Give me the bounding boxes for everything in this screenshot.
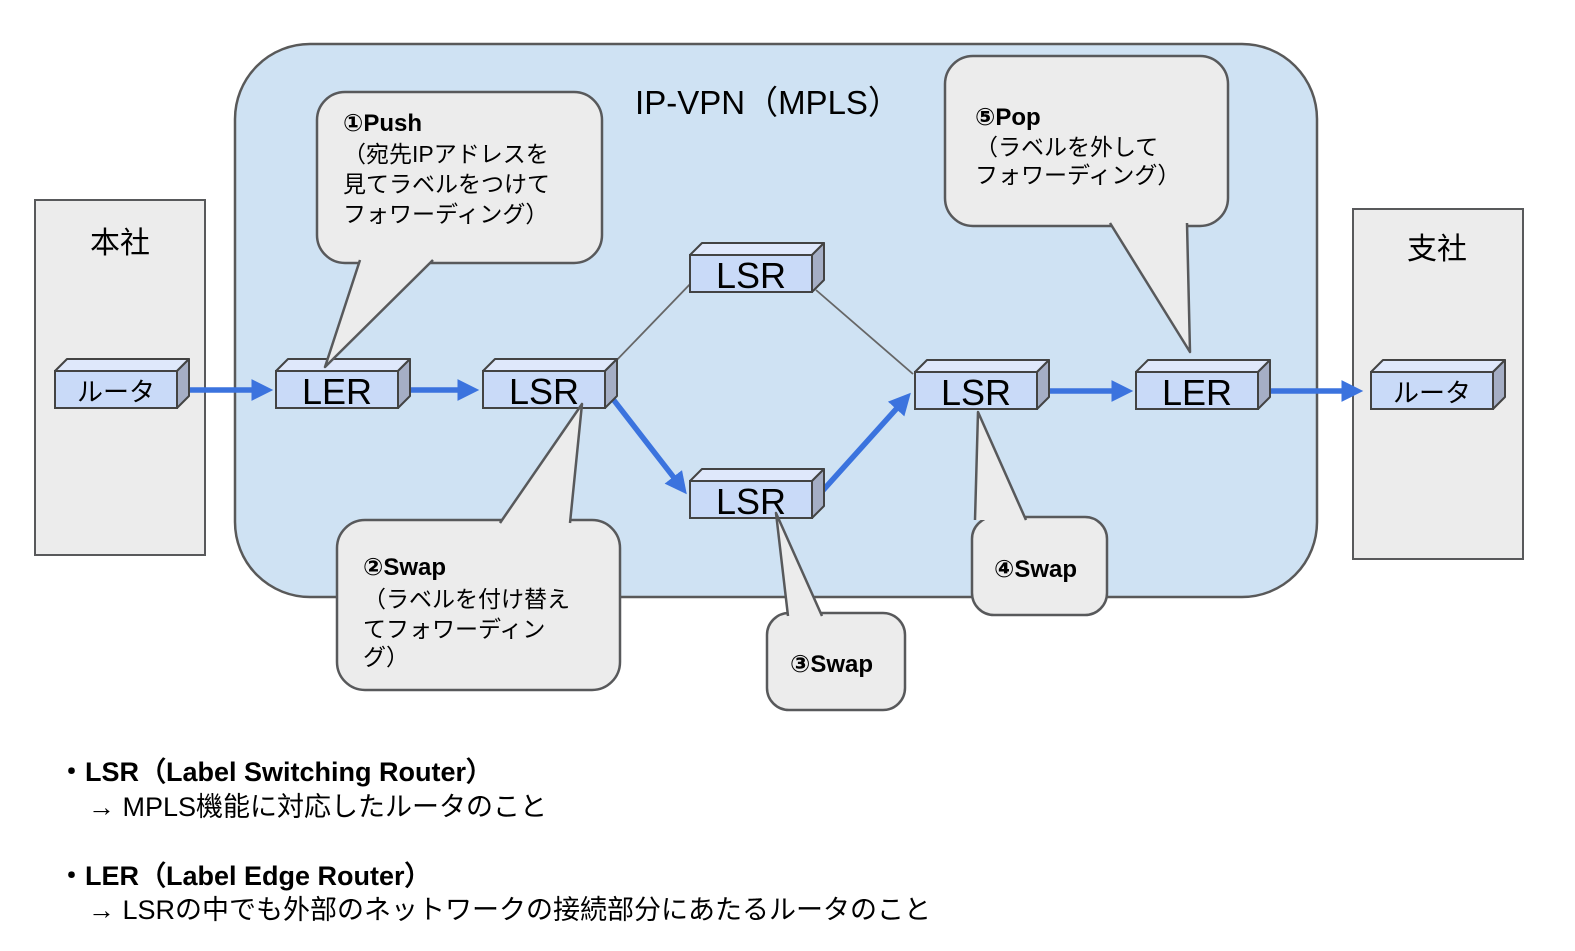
bubble-line: フォワーディング） [343, 201, 548, 227]
box-front-face [914, 371, 1038, 410]
node-lsr-ingress: LSR [482, 358, 618, 412]
bubble-tail [973, 410, 1028, 521]
node-label: LSR [941, 372, 1011, 413]
box-front-face [1135, 371, 1259, 410]
bubble-line: グ） [363, 644, 409, 670]
node-router-right: ルータ [1370, 359, 1506, 410]
bubble-line: フォワーディング） [975, 162, 1180, 188]
bubble-line: （宛先IPアドレスを [343, 141, 549, 167]
node-lsr-top: LSR [689, 242, 825, 296]
cloud-title: IP-VPN（MPLS） [635, 84, 901, 121]
bubble-swap2: ②Swap （ラベルを付け替え てフォワーディン グ） [335, 402, 622, 692]
node-label: ルータ [77, 377, 155, 407]
box-front-face [54, 370, 178, 409]
bubble-pop: ⑤Pop （ラベルを外して フォワーディング） [943, 54, 1230, 354]
legend-term-ler: ・LER（Label Edge Router） [58, 861, 432, 891]
node-label: LSR [716, 255, 786, 296]
legend-desc-ler: → LSRの中でも外部のネットワークの接続部分にあたるルータのこと [88, 895, 931, 925]
box-top-face [689, 468, 825, 482]
box-top-face [54, 358, 190, 372]
node-label: LSR [716, 481, 786, 522]
backup-link-line-left [611, 279, 695, 366]
legend-term-lsr: ・LSR（Label Switching Router） [58, 757, 493, 787]
node-label: ルータ [1393, 378, 1471, 408]
branch-label: 支社 [1407, 233, 1467, 266]
box-top-face [689, 242, 825, 256]
box-front-face [689, 254, 813, 293]
flow-arrow-lsr-to-lsr-bottom [606, 392, 687, 495]
backup-link-line-right [815, 289, 914, 375]
box-front-face [482, 370, 606, 409]
bubble-line: 見てラベルをつけて [343, 171, 550, 197]
bubble-tail [323, 259, 434, 369]
node-lsr-bottom: LSR [689, 468, 825, 522]
bubble-body [943, 54, 1230, 228]
bubble-swap4: ④Swap [970, 410, 1109, 617]
bubble-title: ⑤Pop [975, 104, 1041, 131]
legend: ・LSR（Label Switching Router） → MPLS機能に対応… [58, 757, 931, 925]
bubble-title: ①Push [343, 110, 422, 137]
node-ler-left: LER [275, 358, 411, 412]
bubble-swap3: ③Swap [765, 511, 907, 712]
box-front-face [689, 480, 813, 519]
headquarters-label: 本社 [90, 227, 150, 260]
box-top-face [275, 358, 411, 372]
box-top-face [1370, 359, 1506, 373]
box-front-face [1370, 371, 1494, 410]
bubble-body [765, 611, 907, 712]
node-label: LER [1162, 372, 1232, 413]
bubble-line: （ラベルを外して [975, 134, 1158, 160]
box-front-face [275, 370, 399, 409]
bubble-body [970, 515, 1109, 617]
bubble-body [335, 518, 622, 692]
box-top-face [1135, 359, 1271, 373]
bubble-push: ①Push （宛先IPアドレスを 見てラベルをつけて フォワーディング） [315, 90, 604, 369]
bubble-title: ③Swap [790, 651, 873, 678]
box-top-face [482, 358, 618, 372]
bubble-tail [498, 402, 584, 524]
bubble-tail [774, 511, 824, 617]
node-router-left: ルータ [54, 358, 190, 409]
flow-arrow-lsr-bottom-to-lsr [814, 392, 911, 499]
bubble-title: ②Swap [363, 554, 446, 581]
node-label: LER [302, 371, 372, 412]
bubble-body [315, 90, 604, 265]
node-lsr-egress: LSR [914, 359, 1050, 413]
box-top-face [914, 359, 1050, 373]
node-ler-right: LER [1135, 359, 1271, 413]
node-label: LSR [509, 371, 579, 412]
bubble-line: （ラベルを付け替え [363, 586, 570, 612]
bubble-tail [1108, 222, 1192, 354]
bubble-title: ④Swap [994, 556, 1077, 583]
legend-desc-lsr: → MPLS機能に対応したルータのこと [88, 792, 547, 822]
bubble-line: てフォワーディン [363, 616, 545, 642]
